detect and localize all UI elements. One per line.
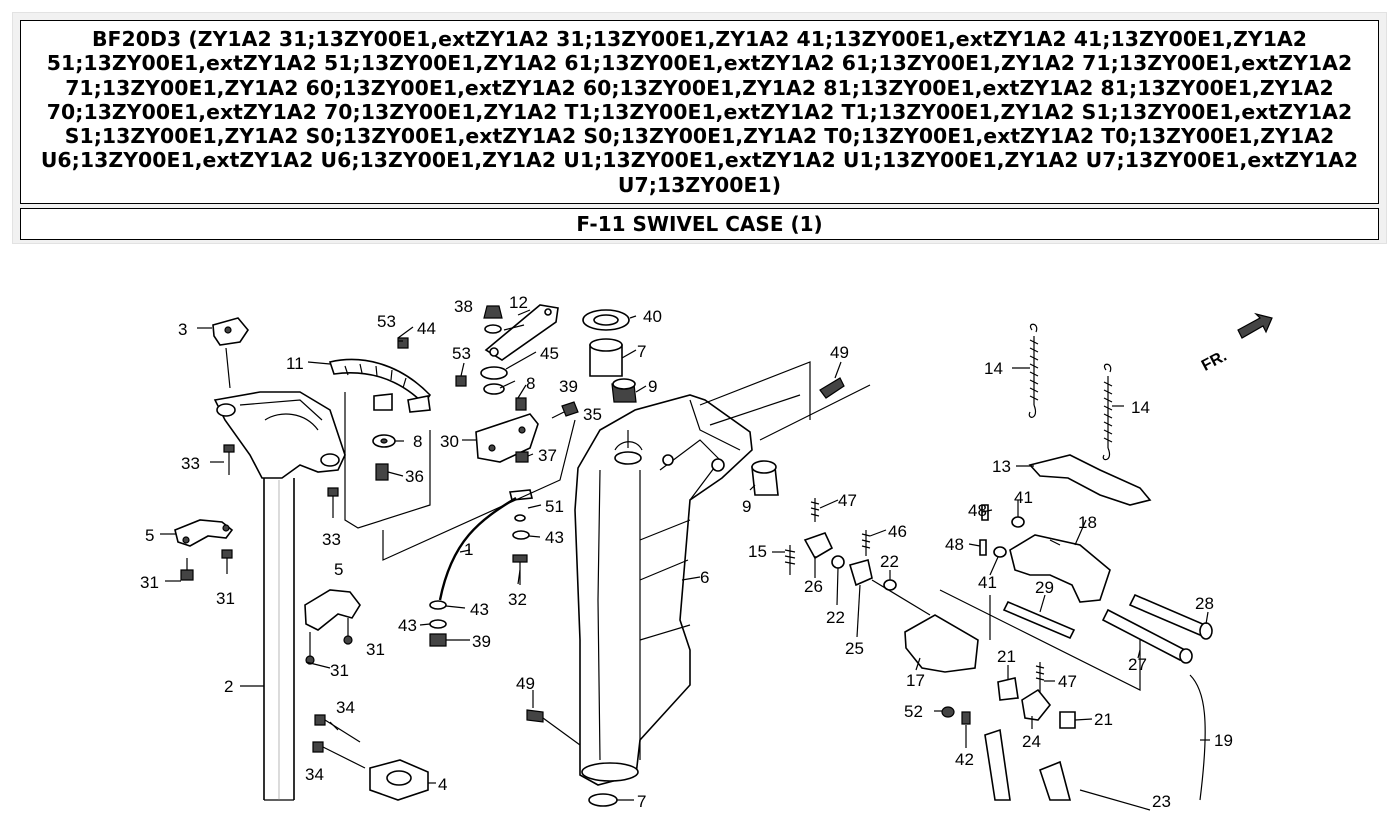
callout-31: 31 bbox=[366, 640, 385, 659]
callout-1: 1 bbox=[464, 540, 473, 559]
callout-4: 4 bbox=[438, 775, 447, 794]
callout-8: 8 bbox=[526, 374, 535, 393]
callout-45: 45 bbox=[540, 344, 559, 363]
callout-49: 49 bbox=[830, 343, 849, 362]
callout-9: 9 bbox=[742, 497, 751, 516]
callout-24: 24 bbox=[1022, 732, 1041, 751]
callout-33: 33 bbox=[322, 530, 341, 549]
callout-6: 6 bbox=[700, 568, 709, 587]
swivel-case bbox=[526, 309, 871, 807]
leader-lines bbox=[160, 309, 1210, 801]
callout-labels: 3 33 33 5 5 31 31 31 31 2 34 34 4 11 53 … bbox=[140, 293, 1233, 811]
callout-26: 26 bbox=[804, 577, 823, 596]
exploded-parts-diagram: 3 33 33 5 5 31 31 31 31 2 34 34 4 11 53 … bbox=[140, 293, 1273, 811]
callout-39: 39 bbox=[472, 632, 491, 651]
callout-34: 34 bbox=[305, 765, 324, 784]
callout-41: 41 bbox=[978, 573, 997, 592]
callout-51: 51 bbox=[545, 497, 564, 516]
callout-21: 21 bbox=[1094, 710, 1113, 729]
callout-40: 40 bbox=[643, 307, 662, 326]
direction-label: FR. bbox=[1199, 348, 1230, 375]
callout-43: 43 bbox=[470, 600, 489, 619]
callout-53: 53 bbox=[452, 344, 471, 363]
callout-43: 43 bbox=[545, 528, 564, 547]
callout-34: 34 bbox=[336, 698, 355, 717]
model-title: BF20D3 (ZY1A2 31;13ZY00E1,extZY1A2 31;13… bbox=[40, 26, 1359, 197]
callout-32: 32 bbox=[508, 590, 527, 609]
callout-46: 46 bbox=[888, 522, 907, 541]
callout-23: 23 bbox=[1152, 792, 1171, 811]
callout-43: 43 bbox=[398, 616, 417, 635]
lever-assembly bbox=[344, 304, 579, 647]
callout-49: 49 bbox=[516, 674, 535, 693]
callout-15: 15 bbox=[748, 542, 767, 561]
callout-44: 44 bbox=[417, 319, 436, 338]
callout-22: 22 bbox=[826, 608, 845, 627]
callout-5: 5 bbox=[145, 526, 154, 545]
tilt-lock-assembly bbox=[784, 312, 1273, 811]
callout-33: 33 bbox=[181, 454, 200, 473]
callout-47: 47 bbox=[838, 491, 857, 510]
callout-38: 38 bbox=[454, 297, 473, 316]
section-box: F-11 SWIVEL CASE (1) bbox=[20, 208, 1379, 240]
callout-9: 9 bbox=[648, 377, 657, 396]
callout-21: 21 bbox=[997, 647, 1016, 666]
callout-14: 14 bbox=[984, 359, 1003, 378]
callout-2: 2 bbox=[224, 677, 233, 696]
callout-11: 11 bbox=[286, 354, 304, 373]
callout-19: 19 bbox=[1214, 731, 1233, 750]
callout-31: 31 bbox=[216, 589, 235, 608]
callout-17: 17 bbox=[906, 671, 925, 690]
callout-31: 31 bbox=[330, 661, 349, 680]
callout-29: 29 bbox=[1035, 578, 1054, 597]
callout-3: 3 bbox=[178, 320, 187, 339]
callout-13: 13 bbox=[992, 457, 1011, 476]
callout-30: 30 bbox=[440, 432, 459, 451]
callout-8: 8 bbox=[413, 432, 422, 451]
callout-18: 18 bbox=[1078, 513, 1097, 532]
callout-22: 22 bbox=[880, 552, 899, 571]
callout-48: 48 bbox=[968, 501, 987, 520]
callout-41: 41 bbox=[1014, 488, 1033, 507]
callout-37: 37 bbox=[538, 446, 557, 465]
callout-27: 27 bbox=[1128, 655, 1147, 674]
callout-14: 14 bbox=[1131, 398, 1150, 417]
callout-31: 31 bbox=[140, 573, 159, 592]
callout-48: 48 bbox=[945, 535, 964, 554]
callout-42: 42 bbox=[955, 750, 974, 769]
steering-shaft-assembly bbox=[174, 317, 467, 801]
callout-7: 7 bbox=[637, 792, 646, 811]
callout-47: 47 bbox=[1058, 672, 1077, 691]
callout-25: 25 bbox=[845, 639, 864, 658]
title-box: BF20D3 (ZY1A2 31;13ZY00E1,extZY1A2 31;13… bbox=[20, 20, 1379, 204]
callout-39: 39 bbox=[559, 377, 578, 396]
callout-28: 28 bbox=[1195, 594, 1214, 613]
callout-36: 36 bbox=[405, 467, 424, 486]
section-title: F-11 SWIVEL CASE (1) bbox=[576, 212, 823, 236]
callout-53: 53 bbox=[377, 312, 396, 331]
callout-7: 7 bbox=[637, 342, 646, 361]
callout-52: 52 bbox=[904, 702, 923, 721]
callout-5: 5 bbox=[334, 560, 343, 579]
callout-35: 35 bbox=[583, 405, 602, 424]
callout-12: 12 bbox=[509, 293, 528, 312]
